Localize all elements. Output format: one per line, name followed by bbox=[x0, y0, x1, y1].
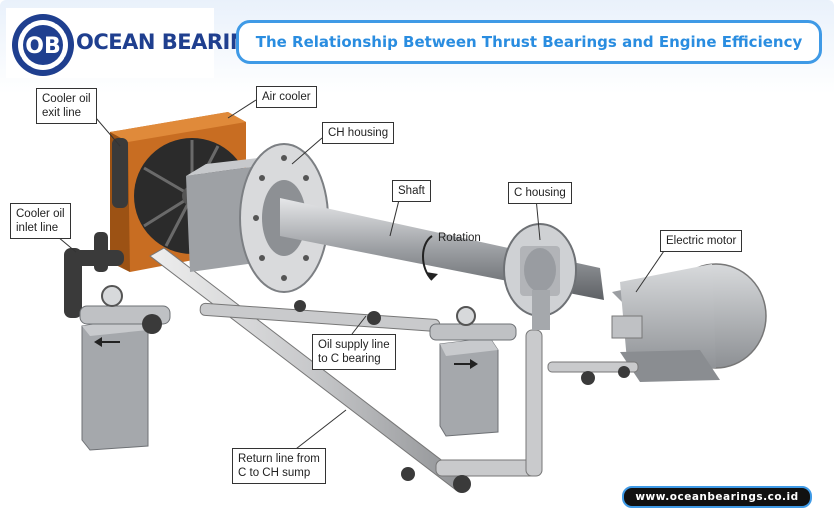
brand-name: OCEAN BEARING bbox=[76, 30, 264, 54]
label-electric-motor: Electric motor bbox=[660, 230, 743, 252]
label-c-housing: C housing bbox=[508, 182, 572, 204]
website-url[interactable]: www.oceanbearings.co.id bbox=[635, 491, 799, 503]
left-flowmeter bbox=[79, 285, 171, 451]
electric-motor bbox=[611, 263, 767, 382]
oil-supply-line bbox=[199, 300, 441, 332]
page-title-box: The Relationship Between Thrust Bearings… bbox=[236, 20, 822, 64]
label-oil-supply-line: Oil supply line to C bearing bbox=[312, 334, 396, 370]
label-air-cooler: Air cooler bbox=[256, 86, 317, 108]
rotation-arrow-icon bbox=[422, 235, 433, 281]
return-line-elbow bbox=[401, 329, 543, 493]
brand-logo: OB OCEAN BEARING bbox=[6, 8, 264, 78]
right-flowmeter bbox=[429, 306, 517, 437]
logo-letters: OB bbox=[25, 34, 60, 59]
right-valve bbox=[547, 361, 639, 385]
bearing-logo-icon: OB bbox=[12, 14, 74, 76]
rotation-arrow-head-icon bbox=[426, 272, 438, 280]
page-title: The Relationship Between Thrust Bearings… bbox=[255, 33, 803, 51]
label-shaft: Shaft bbox=[392, 180, 431, 202]
label-rotation: Rotation bbox=[438, 232, 481, 244]
label-return-line: Return line from C to CH sump bbox=[232, 448, 326, 484]
website-url-badge[interactable]: www.oceanbearings.co.id bbox=[622, 486, 812, 508]
c-housing bbox=[503, 223, 577, 330]
label-ch-housing: CH housing bbox=[322, 122, 395, 144]
cooler-piping bbox=[64, 138, 128, 318]
label-cooler-oil-exit-line: Cooler oil exit line bbox=[36, 88, 97, 124]
label-cooler-oil-inlet-line: Cooler oil inlet line bbox=[10, 203, 71, 239]
